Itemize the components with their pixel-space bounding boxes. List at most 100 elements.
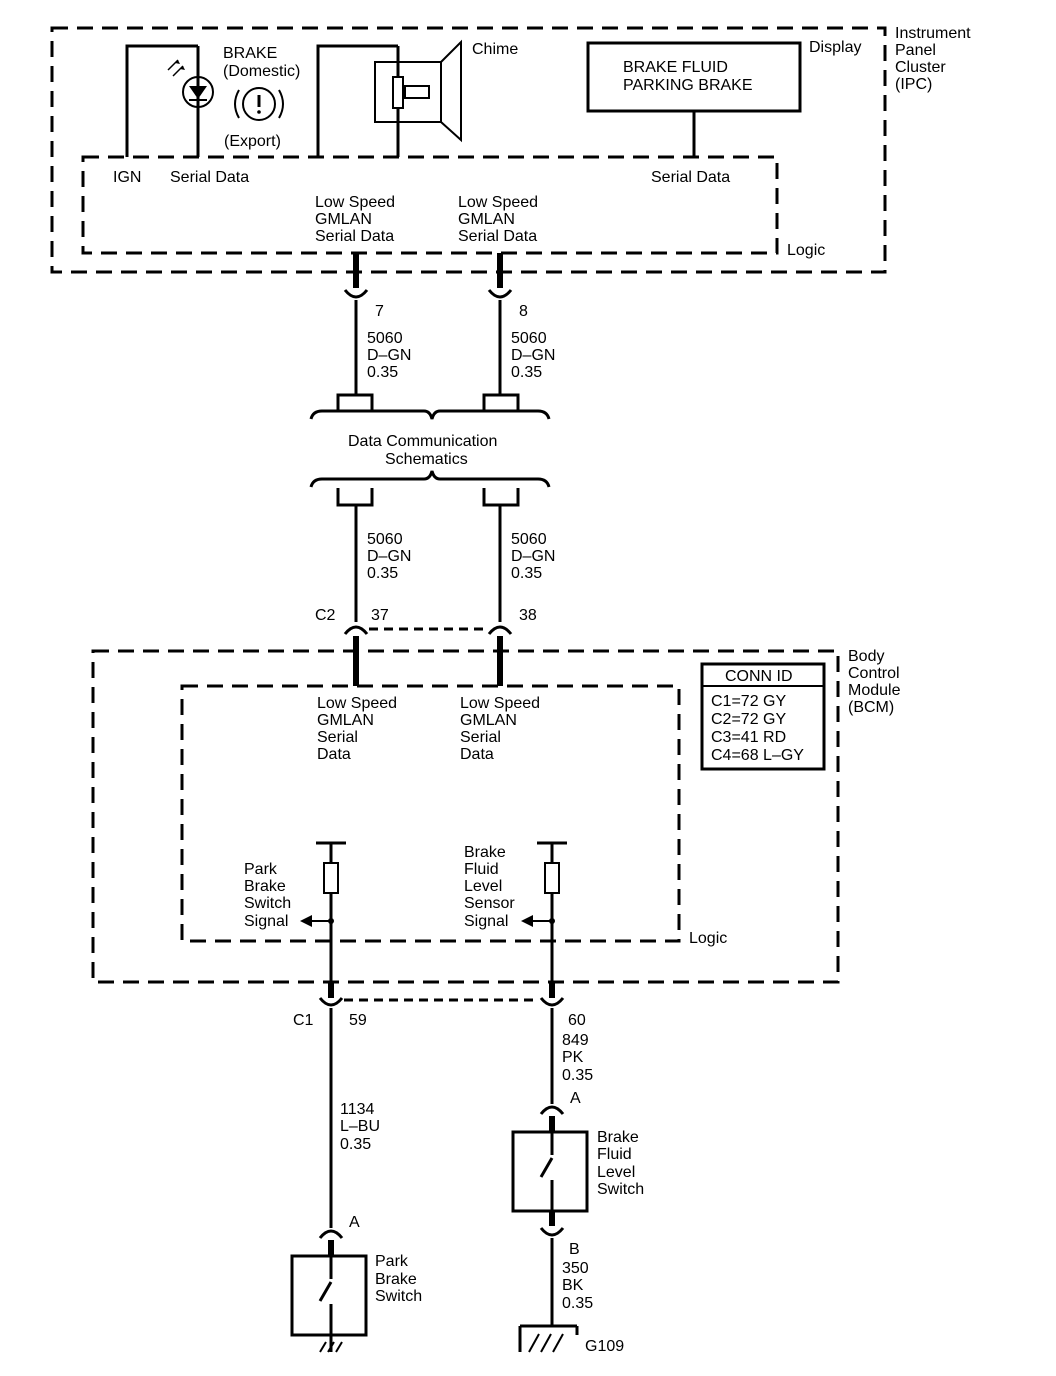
wire-mid-right-label: 5060 D–GN 0.35	[511, 531, 555, 582]
ipc-connector-pin-7	[343, 253, 369, 395]
park-brake-signal-label: Park Brake Switch Signal	[244, 861, 291, 930]
wire-1134-label: 1134 L–BU 0.35	[340, 1101, 380, 1153]
svg-text:Data: Data	[317, 746, 351, 763]
svg-text:Instrument: Instrument	[895, 25, 971, 42]
svg-text:(IPC): (IPC)	[895, 76, 932, 93]
fluid-switch-connector-a	[539, 1105, 565, 1132]
ign-wire	[125, 44, 198, 157]
park-switch-pin-a-label: A	[349, 1214, 360, 1231]
svg-text:5060: 5060	[511, 330, 547, 347]
svg-text:Serial: Serial	[317, 729, 358, 746]
svg-text:Module: Module	[848, 682, 901, 699]
c2-connector	[343, 625, 513, 686]
svg-text:0.35: 0.35	[562, 1295, 593, 1312]
data-comm-break-bottom	[309, 470, 551, 622]
svg-text:Park: Park	[244, 861, 278, 878]
ipc-module-outline	[50, 26, 887, 274]
svg-text:849: 849	[562, 1032, 589, 1049]
display-label: Display	[809, 39, 861, 56]
fluid-switch-pin-b-label: B	[569, 1241, 580, 1258]
svg-text:Cluster: Cluster	[895, 59, 946, 76]
svg-text:Panel: Panel	[895, 42, 936, 59]
svg-text:Serial Data: Serial Data	[458, 228, 537, 245]
svg-text:L–BU: L–BU	[340, 1118, 380, 1135]
svg-text:Brake: Brake	[375, 1271, 417, 1288]
display-text-line2: PARKING BRAKE	[623, 77, 753, 94]
ground-label: G109	[585, 1338, 624, 1355]
data-comm-label-line1: Data Communication	[348, 433, 497, 450]
c1-pin-60-label: 60	[568, 1012, 586, 1029]
wire-849-label: 849 PK 0.35	[562, 1032, 593, 1084]
conn-id-row: C3=41 RD	[711, 729, 786, 746]
svg-text:Data: Data	[460, 746, 494, 763]
svg-text:0.35: 0.35	[367, 565, 398, 582]
svg-text:Switch: Switch	[375, 1288, 422, 1305]
ipc-gmlan-right-label: Low Speed GMLAN Serial Data	[458, 194, 538, 245]
c1-label: C1	[293, 1012, 314, 1029]
c1-connector	[318, 982, 565, 1228]
display-box	[586, 41, 802, 113]
brake-warning-export-icon	[234, 87, 284, 121]
svg-text:Fluid: Fluid	[597, 1146, 632, 1163]
c2-label: C2	[315, 607, 336, 624]
c2-pin-38-label: 38	[519, 607, 537, 624]
svg-text:Low Speed: Low Speed	[317, 695, 397, 712]
svg-text:Signal: Signal	[464, 913, 508, 930]
wire-upper-right-label: 5060 D–GN 0.35	[511, 330, 555, 381]
park-brake-pullup-resistor	[300, 841, 346, 986]
fluid-level-signal-label: Brake Fluid Level Sensor Signal	[464, 844, 515, 930]
svg-text:Serial Data: Serial Data	[315, 228, 394, 245]
svg-text:D–GN: D–GN	[367, 347, 411, 364]
ipc-gmlan-left-label: Low Speed GMLAN Serial Data	[315, 194, 395, 245]
fluid-level-pullup-resistor	[521, 841, 567, 986]
park-switch-label: Park Brake Switch	[375, 1253, 422, 1305]
brake-label: BRAKE	[223, 45, 277, 62]
chime-icon	[374, 39, 462, 143]
ground-g109-icon	[518, 1324, 579, 1353]
svg-text:GMLAN: GMLAN	[460, 712, 517, 729]
ipc-connector-pin-8	[487, 253, 513, 395]
fluid-switch-label: Brake Fluid Level Switch	[597, 1129, 644, 1198]
serial-data-left-label: Serial Data	[170, 169, 249, 186]
chime-label: Chime	[472, 41, 518, 58]
svg-text:Switch: Switch	[597, 1181, 644, 1198]
conn-id-row: C2=72 GY	[711, 711, 786, 728]
ipc-module-label: Instrument Panel Cluster (IPC)	[895, 25, 971, 93]
bcm-module-label: Body Control Module (BCM)	[848, 648, 901, 716]
data-comm-break-top	[309, 393, 551, 420]
svg-text:5060: 5060	[367, 330, 403, 347]
svg-text:Brake: Brake	[597, 1129, 639, 1146]
svg-text:0.35: 0.35	[511, 565, 542, 582]
brake-fluid-level-switch	[511, 1130, 589, 1213]
wire-350-label: 350 BK 0.35	[562, 1260, 593, 1312]
svg-text:Park: Park	[375, 1253, 409, 1270]
svg-text:GMLAN: GMLAN	[315, 211, 372, 228]
svg-text:GMLAN: GMLAN	[317, 712, 374, 729]
svg-text:0.35: 0.35	[340, 1136, 371, 1153]
svg-text:1134: 1134	[340, 1101, 375, 1118]
bcm-module-outline	[91, 649, 840, 984]
park-switch-connector-a	[318, 1229, 344, 1256]
pin-8-label: 8	[519, 303, 528, 320]
svg-text:Level: Level	[597, 1164, 635, 1181]
bcm-logic-label: Logic	[689, 930, 727, 947]
export-label: (Export)	[224, 133, 281, 150]
ign-label: IGN	[113, 169, 141, 186]
svg-text:0.35: 0.35	[562, 1067, 593, 1084]
bcm-gmlan-right-label: Low Speed GMLAN Serial Data	[460, 695, 540, 763]
svg-text:PK: PK	[562, 1049, 584, 1066]
svg-text:Low Speed: Low Speed	[315, 194, 395, 211]
wire-upper-left-label: 5060 D–GN 0.35	[367, 330, 411, 381]
wire-mid-left-label: 5060 D–GN 0.35	[367, 531, 411, 582]
svg-text:Switch: Switch	[244, 895, 291, 912]
svg-text:Brake: Brake	[464, 844, 506, 861]
park-brake-switch	[290, 1254, 368, 1352]
ipc-logic-label: Logic	[787, 242, 825, 259]
svg-text:D–GN: D–GN	[367, 548, 411, 565]
svg-text:Low Speed: Low Speed	[458, 194, 538, 211]
svg-text:Low Speed: Low Speed	[460, 695, 540, 712]
svg-text:Signal: Signal	[244, 913, 288, 930]
ipc-logic-outline	[81, 155, 779, 255]
serial-data-right-label: Serial Data	[651, 169, 730, 186]
